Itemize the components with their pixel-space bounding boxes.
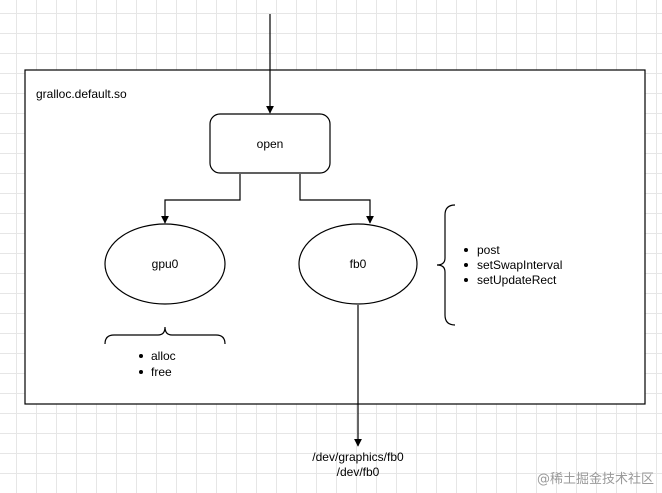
open-node-label: open — [257, 137, 284, 151]
device-path-graphics-fb0: /dev/graphics/fb0 — [312, 450, 404, 464]
gpu0-method-alloc: alloc — [151, 349, 176, 363]
module-label: gralloc.default.so — [36, 87, 127, 101]
list-bullet — [464, 278, 468, 282]
fb0-node — [298, 223, 418, 305]
fb0-method-setupdaterect: setUpdateRect — [477, 273, 557, 287]
gpu0-methods-list: alloc free — [139, 349, 176, 379]
gpu0-node — [104, 223, 226, 305]
fb0-method-setswapinterval: setSwapInterval — [477, 258, 562, 272]
gpu0-method-free: free — [151, 365, 172, 379]
list-bullet — [464, 263, 468, 267]
gpu0-methods-brace — [104, 326, 226, 345]
list-bullet — [464, 248, 468, 252]
open-node — [209, 113, 331, 174]
device-path-fb0: /dev/fb0 — [337, 465, 380, 479]
gpu0-node-label: gpu0 — [152, 257, 179, 271]
watermark: @稀土掘金技术社区 — [536, 472, 654, 487]
list-bullet — [139, 370, 143, 374]
open-to-gpu0-arrow — [161, 174, 241, 224]
fb0-method-post: post — [477, 243, 500, 257]
fb0-node-label: fb0 — [350, 257, 367, 271]
fb0-methods-brace — [436, 204, 456, 326]
fb0-methods-list: post setSwapInterval setUpdateRect — [464, 243, 562, 287]
open-to-fb0-arrow — [299, 174, 374, 224]
list-bullet — [139, 354, 143, 358]
